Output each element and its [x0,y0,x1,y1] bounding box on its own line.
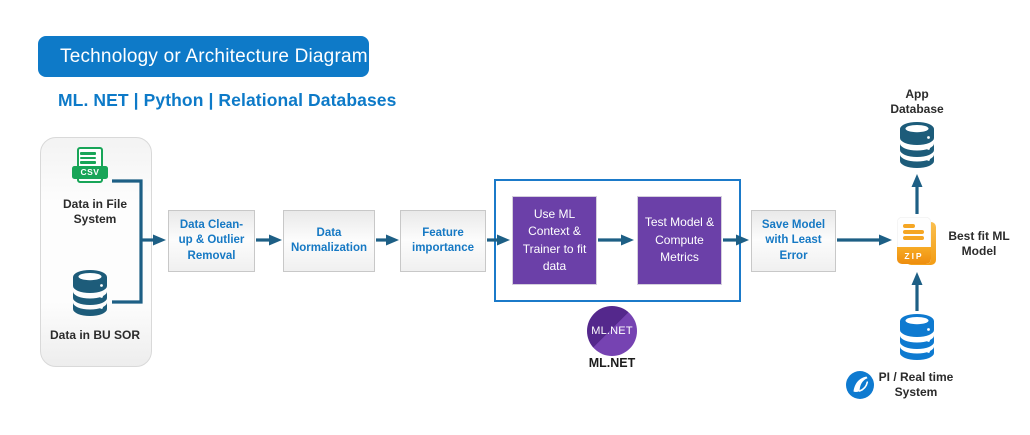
step-train-model: Use ML Context & Trainer to fit data [512,196,597,285]
mlnet-logo: ML.NET [587,306,637,356]
title-bar: Technology or Architecture Diagram [38,36,369,77]
best-fit-model-label: Best fit ML Model [948,229,1010,258]
file-system-label: Data in File System [62,197,127,226]
step-data-cleanup: Data Clean-up & Outlier Removal [168,210,255,272]
database-icon-realtime [900,314,934,360]
zip-file-icon: ZIP [897,217,939,269]
zip-file-line [903,230,924,234]
realtime-system-label: PI / Real time System [878,370,954,399]
csv-file-line [80,156,96,159]
zip-file-line [903,236,924,240]
tech-stack-subtitle: ML. NET | Python | Relational Databases [58,90,397,110]
csv-file-line [80,152,96,155]
step-data-normalization: Data Normalization [283,210,375,272]
mlnet-logo-text: ML.NET [591,325,633,337]
zip-file-front-sheet: ZIP [897,217,931,264]
app-database-label: App Database [890,87,944,116]
database-icon-app [900,122,934,168]
csv-badge: CSV [72,166,108,179]
pi-system-logo-icon [846,371,874,399]
zip-file-line [903,224,915,228]
step-test-model: Test Model & Compute Metrics [637,196,722,285]
csv-file-line [80,161,96,164]
step-save-model: Save Model with Least Error [751,210,836,272]
bu-sor-label: Data in BU SOR [49,328,140,342]
zip-badge: ZIP [897,247,931,264]
step-feature-importance: Feature importance [400,210,486,272]
page-title: Technology or Architecture Diagram [60,45,368,67]
database-icon-bu-sor [73,270,107,316]
csv-file-icon: CSV [72,147,108,189]
mlnet-label: ML.NET [588,356,636,370]
